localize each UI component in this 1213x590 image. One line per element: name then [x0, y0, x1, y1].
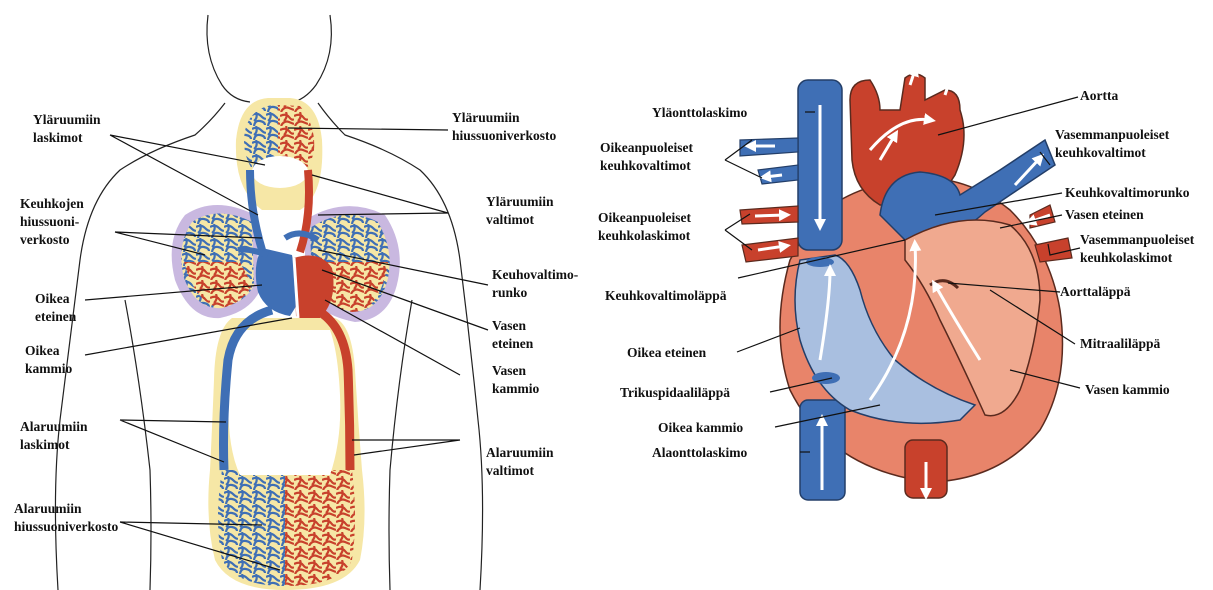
label-pulmonary-valve: Keuhkovaltimoläppä	[605, 288, 727, 303]
label-left-ventricle-heart: Vasen kammio	[1085, 382, 1170, 397]
label-pulmonary-trunk-heart: Keuhkovaltimorunko	[1065, 185, 1190, 200]
label-right-ventricle-heart: Oikea kammio	[658, 420, 743, 435]
label-aorta: Aortta	[1080, 88, 1118, 103]
label-left-atrium-heart: Vasen eteinen	[1065, 207, 1144, 222]
label-pulmonary-trunk-body: Keuhovaltimo-runko	[492, 267, 578, 300]
label-mitral-valve: Mitraaliläppä	[1080, 336, 1160, 351]
lower-loop-hole	[228, 330, 340, 475]
tricuspid-valve	[812, 372, 840, 384]
label-superior-vena-cava: Yläonttolaskimo	[652, 105, 748, 120]
label-inferior-vena-cava: Alaonttolaskimo	[652, 445, 748, 460]
upper-loop-hole	[252, 156, 308, 188]
label-right-atrium-heart: Oikea eteinen	[627, 345, 707, 360]
label-tricuspid-valve: Trikuspidaaliläppä	[620, 385, 730, 400]
label-aortic-valve: Aorttaläppä	[1060, 284, 1131, 299]
lower-capillaries-red	[285, 470, 355, 586]
